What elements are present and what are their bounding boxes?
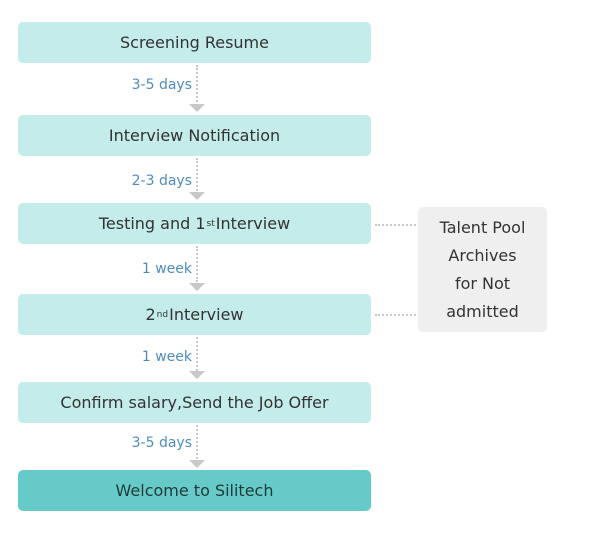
step-label: Screening Resume (120, 33, 269, 52)
talent-pool-box: Talent Pool Archives for Not admitted (418, 207, 547, 332)
step-label-part: Interview (215, 214, 291, 233)
step-label-part: Interview (169, 305, 244, 324)
connector-line (196, 246, 198, 282)
duration-label: 1 week (141, 261, 192, 277)
duration-label: 2-3 days (131, 173, 192, 189)
step-confirm-salary-offer: Confirm salary,Send the Job Offer (18, 382, 371, 423)
talent-pool-line: Archives (448, 245, 517, 265)
duration-label: 3-5 days (131, 77, 192, 93)
step-label: Interview Notification (108, 126, 281, 145)
duration-label: 1 week (141, 349, 192, 365)
ordinal-suffix: nd (156, 309, 169, 320)
arrow-down-icon (189, 460, 205, 468)
talent-pool-connector (375, 314, 416, 316)
duration-label: 3-5 days (131, 435, 192, 451)
step-screening-resume: Screening Resume (18, 22, 371, 63)
arrow-down-icon (189, 283, 205, 291)
connector-line (196, 425, 198, 459)
step-welcome: Welcome to Silitech (18, 470, 371, 511)
arrow-down-icon (189, 371, 205, 379)
step-label: Welcome to Silitech (115, 481, 274, 500)
step-interview-notification: Interview Notification (18, 115, 371, 156)
connector-line (196, 337, 198, 371)
step-label-part: 2 (145, 305, 156, 324)
arrow-down-icon (189, 192, 205, 200)
ordinal-suffix: st (206, 218, 215, 229)
connector-line (196, 158, 198, 191)
step-label-part: Testing and 1 (98, 214, 206, 233)
step-label: Confirm salary,Send the Job Offer (60, 393, 329, 412)
arrow-down-icon (189, 104, 205, 112)
talent-pool-connector (375, 224, 416, 226)
talent-pool-line: Talent Pool (439, 217, 526, 237)
talent-pool-line: for Not admitted (446, 273, 519, 321)
connector-line (196, 65, 198, 102)
